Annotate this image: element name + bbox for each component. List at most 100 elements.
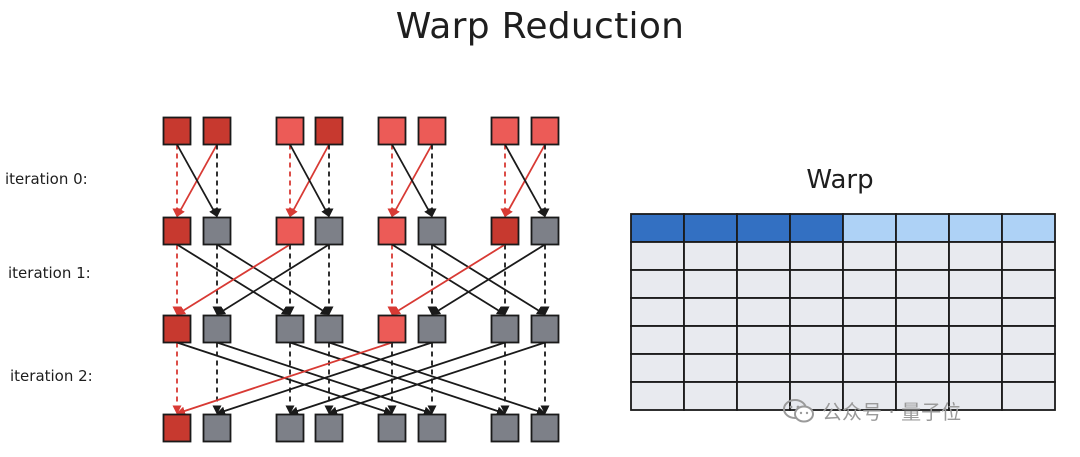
warp-cell <box>683 297 738 327</box>
lane-cell-gray <box>490 314 520 344</box>
warp-cell <box>683 269 738 299</box>
warp-cell <box>1001 297 1056 327</box>
warp-header-cell <box>948 213 1003 243</box>
lane-cell-red-dark <box>490 216 520 246</box>
warp-cell <box>895 381 950 411</box>
warp-cell <box>789 241 844 271</box>
warp-cell <box>683 381 738 411</box>
warp-cell <box>789 325 844 355</box>
lane-cell-gray <box>530 216 560 246</box>
iteration-0-label: iteration 0: <box>5 170 88 188</box>
lane-cell-red-dark <box>314 116 344 146</box>
black-solid-arrow <box>391 144 433 218</box>
warp-cell <box>895 297 950 327</box>
red-solid-arrow <box>391 243 506 316</box>
warp-cell <box>895 241 950 271</box>
lane-cell-red-light <box>377 116 407 146</box>
lane-cell-gray <box>275 314 305 344</box>
warp-cell <box>948 241 1003 271</box>
warp-cell <box>683 325 738 355</box>
warp-header-cell <box>736 213 791 243</box>
lane-cell-gray <box>275 413 305 443</box>
lane-cell-gray <box>530 413 560 443</box>
black-solid-arrow <box>328 341 546 416</box>
warp-cell <box>895 269 950 299</box>
warp-cell <box>736 353 791 383</box>
warp-cell <box>683 353 738 383</box>
watermark: 公众号 · 量子位 <box>782 396 961 425</box>
warp-header-cell <box>1001 213 1056 243</box>
wechat-icon <box>783 398 814 422</box>
lane-cell-red-light <box>275 116 305 146</box>
lane-cell-gray <box>314 314 344 344</box>
warp-header-cell <box>895 213 950 243</box>
lane-cell-red-dark <box>162 116 192 146</box>
warp-cell <box>842 325 897 355</box>
warp-cell <box>630 325 685 355</box>
black-solid-arrow <box>289 341 506 416</box>
warp-cell <box>895 353 950 383</box>
lane-cell-gray <box>314 413 344 443</box>
black-solid-arrow <box>216 243 330 316</box>
warp-cell <box>736 325 791 355</box>
warp-cell <box>789 353 844 383</box>
black-solid-arrow <box>216 341 433 416</box>
warp-cell <box>842 297 897 327</box>
lane-cell-red-dark <box>162 314 192 344</box>
warp-cell <box>1001 241 1056 271</box>
warp-cell <box>948 353 1003 383</box>
warp-header-cell <box>789 213 844 243</box>
warp-cell <box>842 353 897 383</box>
warp-cell <box>948 269 1003 299</box>
warp-cell <box>842 269 897 299</box>
lane-cell-gray <box>314 216 344 246</box>
lane-cell-red-light <box>377 216 407 246</box>
red-solid-arrow <box>176 341 393 416</box>
lane-cell-gray <box>490 413 520 443</box>
black-solid-arrow <box>431 243 546 316</box>
warp-cell <box>630 241 685 271</box>
warp-cell <box>948 381 1003 411</box>
warp-cell <box>948 325 1003 355</box>
lane-cell-gray <box>417 413 447 443</box>
lane-cell-red-light <box>377 314 407 344</box>
warp-cell <box>789 269 844 299</box>
lane-cell-red-light <box>530 116 560 146</box>
lane-cell-red-dark <box>162 413 192 443</box>
diagram-title: Warp Reduction <box>395 6 685 47</box>
warp-cell <box>736 269 791 299</box>
warp-cell <box>1001 353 1056 383</box>
lane-cell-red-light <box>490 116 520 146</box>
lane-cell-red-dark <box>202 116 232 146</box>
warp-header-cell <box>842 213 897 243</box>
black-solid-arrow <box>176 144 218 218</box>
lane-cell-red-light <box>275 216 305 246</box>
warp-cell <box>736 297 791 327</box>
warp-cell <box>683 241 738 271</box>
iteration-2-label: iteration 2: <box>10 367 93 385</box>
warp-cell <box>895 325 950 355</box>
warp-cell <box>630 297 685 327</box>
lane-cell-gray <box>417 314 447 344</box>
lane-cell-gray <box>377 413 407 443</box>
lane-cell-gray <box>530 314 560 344</box>
warp-header-cell <box>630 213 685 243</box>
black-solid-arrow <box>504 144 546 218</box>
warp-title: Warp <box>806 165 874 195</box>
warp-cell <box>842 241 897 271</box>
warp-cell <box>630 269 685 299</box>
warp-cell <box>1001 325 1056 355</box>
lane-cell-gray <box>202 216 232 246</box>
warp-cell <box>630 353 685 383</box>
warp-cell <box>736 241 791 271</box>
warp-cell <box>789 297 844 327</box>
lane-cell-red-dark <box>162 216 192 246</box>
warp-cell <box>630 381 685 411</box>
warp-cell <box>948 297 1003 327</box>
warp-cell <box>736 381 791 411</box>
lane-cell-gray <box>417 216 447 246</box>
warp-cell <box>1001 381 1056 411</box>
watermark-text: 公众号 · 量子位 <box>822 400 962 424</box>
black-solid-arrow <box>289 144 330 218</box>
